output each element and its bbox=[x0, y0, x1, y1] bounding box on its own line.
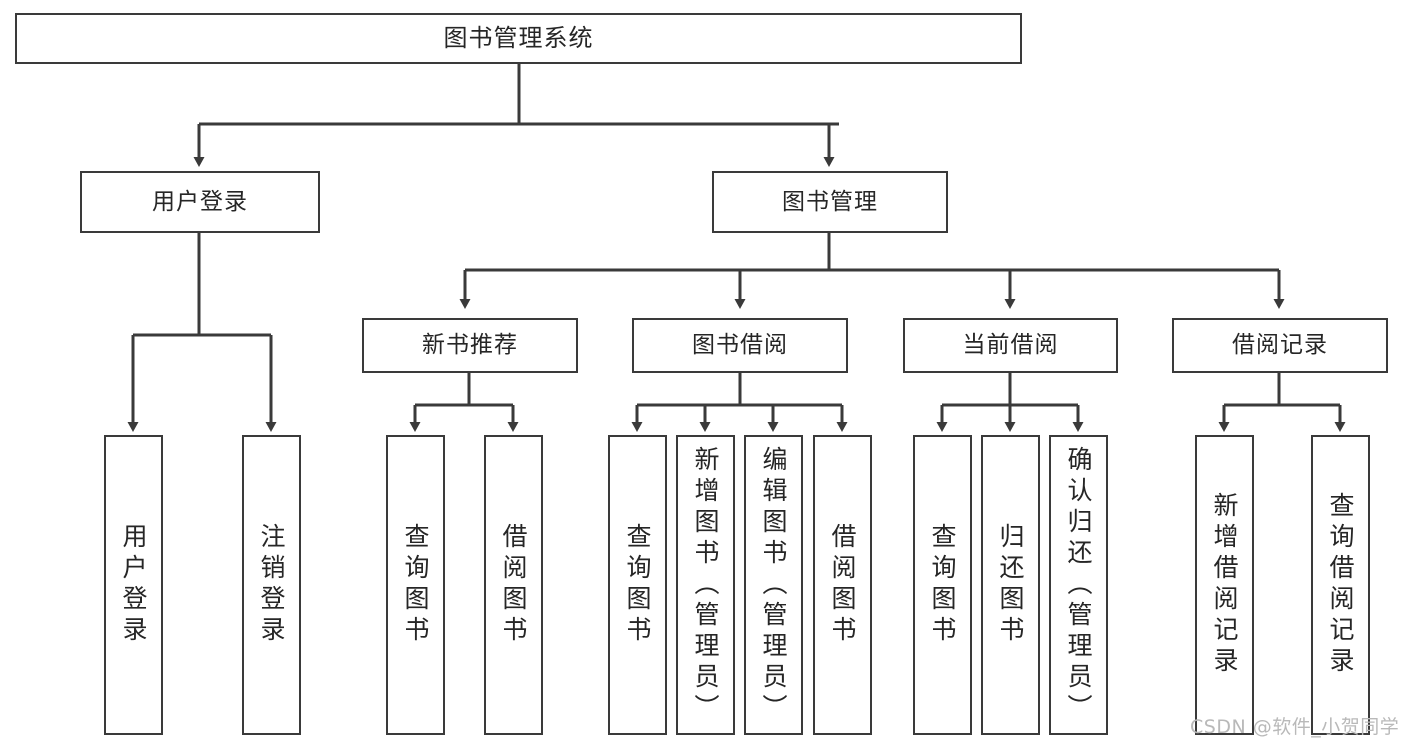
node-new-book-recommend[interactable]: 新书推荐 bbox=[362, 318, 578, 373]
node-root-system[interactable]: 图书管理系统 bbox=[15, 13, 1022, 64]
node-label: 新增图书（管理员） bbox=[691, 445, 720, 725]
node-label: 注销登录 bbox=[257, 523, 286, 647]
node-label: 新增借阅记录 bbox=[1210, 492, 1239, 678]
node-book-management[interactable]: 图书管理 bbox=[712, 171, 948, 233]
node-label: 用户登录 bbox=[119, 523, 148, 647]
node-book-borrow[interactable]: 图书借阅 bbox=[632, 318, 848, 373]
leaf-borrow-record-query[interactable]: 查询借阅记录 bbox=[1311, 435, 1370, 735]
node-label: 图书管理系统 bbox=[443, 23, 594, 52]
leaf-new-book-query[interactable]: 查询图书 bbox=[386, 435, 445, 735]
node-label: 借阅图书 bbox=[499, 523, 528, 647]
leaf-new-book-borrow[interactable]: 借阅图书 bbox=[484, 435, 543, 735]
leaf-current-borrow-confirm-return[interactable]: 确认归还（管理员） bbox=[1049, 435, 1108, 735]
leaf-book-borrow-borrow[interactable]: 借阅图书 bbox=[813, 435, 872, 735]
node-label: 借阅图书 bbox=[828, 523, 857, 647]
node-label: 用户登录 bbox=[152, 188, 248, 215]
node-label: 图书管理 bbox=[782, 188, 878, 215]
leaf-borrow-record-add[interactable]: 新增借阅记录 bbox=[1195, 435, 1254, 735]
leaf-book-borrow-edit[interactable]: 编辑图书（管理员） bbox=[744, 435, 803, 735]
node-label: 编辑图书（管理员） bbox=[759, 445, 788, 725]
csdn-watermark: CSDN @软件_小贺同学 bbox=[1190, 716, 1400, 738]
node-label: 查询图书 bbox=[928, 523, 957, 647]
node-label: 查询图书 bbox=[401, 523, 430, 647]
node-label: 当前借阅 bbox=[962, 332, 1059, 359]
leaf-user-login-logout[interactable]: 注销登录 bbox=[242, 435, 301, 735]
node-label: 查询借阅记录 bbox=[1326, 492, 1355, 678]
node-label: 确认归还（管理员） bbox=[1064, 445, 1093, 725]
node-user-login[interactable]: 用户登录 bbox=[80, 171, 320, 233]
node-label: 新书推荐 bbox=[422, 332, 518, 359]
node-label: 借阅记录 bbox=[1232, 332, 1328, 359]
node-current-borrow[interactable]: 当前借阅 bbox=[903, 318, 1118, 373]
leaf-current-borrow-query[interactable]: 查询图书 bbox=[913, 435, 972, 735]
leaf-book-borrow-query[interactable]: 查询图书 bbox=[608, 435, 667, 735]
node-borrow-record[interactable]: 借阅记录 bbox=[1172, 318, 1388, 373]
node-label: 查询图书 bbox=[623, 523, 652, 647]
node-label: 归还图书 bbox=[996, 523, 1025, 647]
leaf-current-borrow-return[interactable]: 归还图书 bbox=[981, 435, 1040, 735]
leaf-book-borrow-add[interactable]: 新增图书（管理员） bbox=[676, 435, 735, 735]
node-label: 图书借阅 bbox=[692, 332, 788, 359]
leaf-user-login-login[interactable]: 用户登录 bbox=[104, 435, 163, 735]
